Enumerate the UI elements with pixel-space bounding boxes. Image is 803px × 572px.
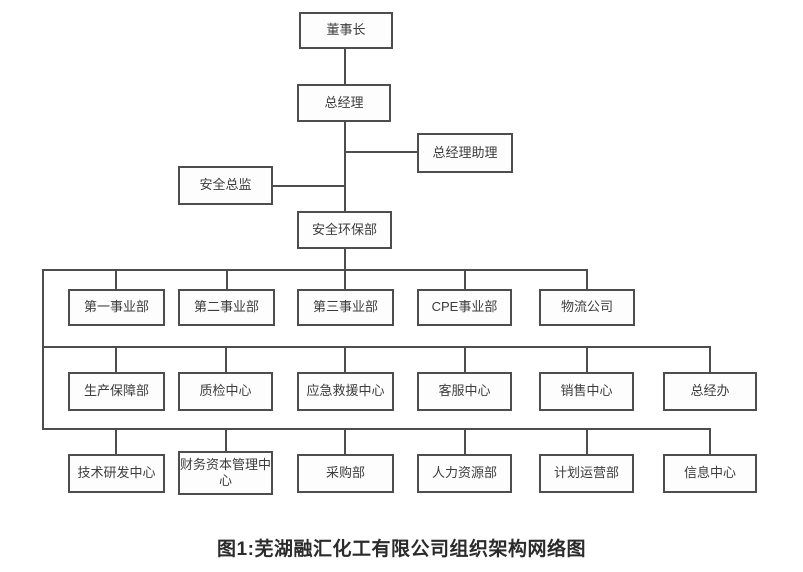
connector-stub-row1-5 [586, 269, 588, 290]
figure-caption: 图1:芜湖融汇化工有限公司组织架构网络图 [217, 539, 586, 560]
connector-stub-row1-4 [464, 269, 466, 290]
connector-gm-spine [344, 120, 346, 213]
node-logistics-company: 物流公司 [539, 289, 635, 326]
connector-stub-row3-1 [115, 428, 117, 455]
connector-stub-row1-3 [344, 269, 346, 290]
node-cpe-division: CPE事业部 [417, 289, 512, 326]
connector-branch-safety-director [271, 185, 346, 187]
node-general-manager: 总经理 [297, 84, 391, 122]
connector-chairman-gm [344, 47, 346, 86]
connector-stub-row2-2 [225, 346, 227, 373]
node-customer-service: 客服中心 [417, 372, 512, 411]
node-division-1: 第一事业部 [68, 289, 165, 326]
connector-stub-row3-2 [225, 428, 227, 453]
connector-stub-row2-3 [344, 346, 346, 373]
node-production-support: 生产保障部 [68, 372, 165, 411]
node-division-3: 第三事业部 [297, 289, 394, 326]
connector-sed-bus1 [344, 247, 346, 271]
node-quality-center: 质检中心 [178, 372, 273, 411]
node-gm-office: 总经办 [663, 372, 757, 411]
node-planning-ops-dept: 计划运营部 [539, 454, 634, 493]
node-tech-rd-center: 技术研发中心 [68, 454, 165, 493]
connector-stub-row3-4 [464, 428, 466, 455]
connector-stub-row2-4 [464, 346, 466, 373]
connector-stub-row3-3 [344, 428, 346, 455]
node-division-2: 第二事业部 [178, 289, 275, 326]
node-emergency-center: 应急救援中心 [297, 372, 394, 411]
connector-branch-gm-assistant [344, 151, 419, 153]
node-finance-capital-center: 财务资本管理中心 [178, 451, 273, 495]
node-safety-env-dept: 安全环保部 [297, 211, 392, 249]
node-safety-director: 安全总监 [178, 166, 273, 205]
connector-stub-row3-5 [586, 428, 588, 455]
node-gm-assistant: 总经理助理 [417, 133, 513, 173]
connector-bus-row2 [42, 346, 711, 348]
node-procurement-dept: 采购部 [297, 454, 394, 493]
connector-stub-row2-5 [586, 346, 588, 373]
connector-stub-row3-6 [709, 428, 711, 455]
connector-stub-row1-1 [115, 269, 117, 290]
node-chairman: 董事长 [299, 12, 393, 49]
node-hr-dept: 人力资源部 [417, 454, 512, 493]
connector-left-rail [42, 269, 44, 430]
connector-stub-row2-6 [709, 346, 711, 373]
connector-stub-row2-1 [115, 346, 117, 373]
node-sales-center: 销售中心 [539, 372, 634, 411]
node-info-center: 信息中心 [663, 454, 757, 493]
connector-stub-row1-2 [226, 269, 228, 290]
connector-bus-row3 [42, 428, 711, 430]
connector-bus-row1 [42, 269, 588, 271]
